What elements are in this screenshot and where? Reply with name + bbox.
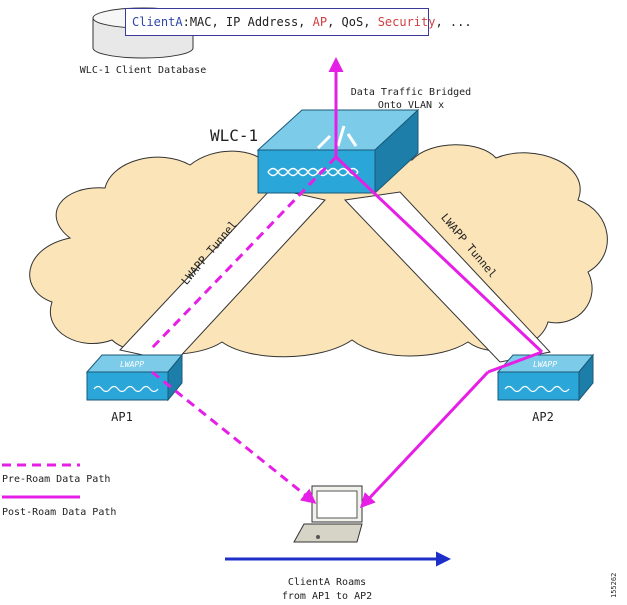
db-sep-1: : <box>182 15 190 29</box>
post-roam-path-wireless <box>359 370 490 509</box>
db-field-qos: QoS <box>341 15 364 29</box>
data-paths <box>150 57 544 509</box>
pre-roam-path-wireless <box>151 370 317 504</box>
roam-caption-line1: ClientA Roams <box>288 577 366 588</box>
db-fields-1: MAC, IP Address, <box>189 15 313 29</box>
laptop-icon <box>293 485 363 543</box>
db-more: , ... <box>435 15 472 29</box>
controller-label: WLC-1 <box>210 126 258 145</box>
db-field-ap: AP <box>312 15 328 29</box>
roam-caption-line2: from AP1 to AP2 <box>282 591 372 602</box>
traffic-label-line2: Onto VLAN x <box>378 100 444 111</box>
db-client-name: ClientA <box>132 15 183 29</box>
post-roam-path-tunnel <box>334 155 544 354</box>
traffic-label-line1: Data Traffic Bridged <box>351 87 471 98</box>
db-sep-3: , <box>363 15 378 29</box>
post-roam-path-ap <box>487 350 543 374</box>
figure-id: 155262 <box>610 573 618 598</box>
ap2-label: AP2 <box>532 410 554 424</box>
db-sep-2: , <box>327 15 342 29</box>
db-field-security: Security <box>377 15 436 29</box>
ap2-badge: LWAPP <box>533 360 557 369</box>
controller-icon <box>256 108 420 195</box>
client-database-entry: ClientA:MAC, IP Address, AP, QoS, Securi… <box>125 8 472 36</box>
legend-post-roam-label: Post-Roam Data Path <box>2 507 116 518</box>
ap1-badge: LWAPP <box>120 360 144 369</box>
ap1-label: AP1 <box>111 410 133 424</box>
database-label: WLC-1 Client Database <box>80 65 206 76</box>
legend-pre-roam-label: Pre-Roam Data Path <box>2 474 110 485</box>
tunnel-right <box>343 191 551 363</box>
ap1-icon <box>85 353 184 402</box>
